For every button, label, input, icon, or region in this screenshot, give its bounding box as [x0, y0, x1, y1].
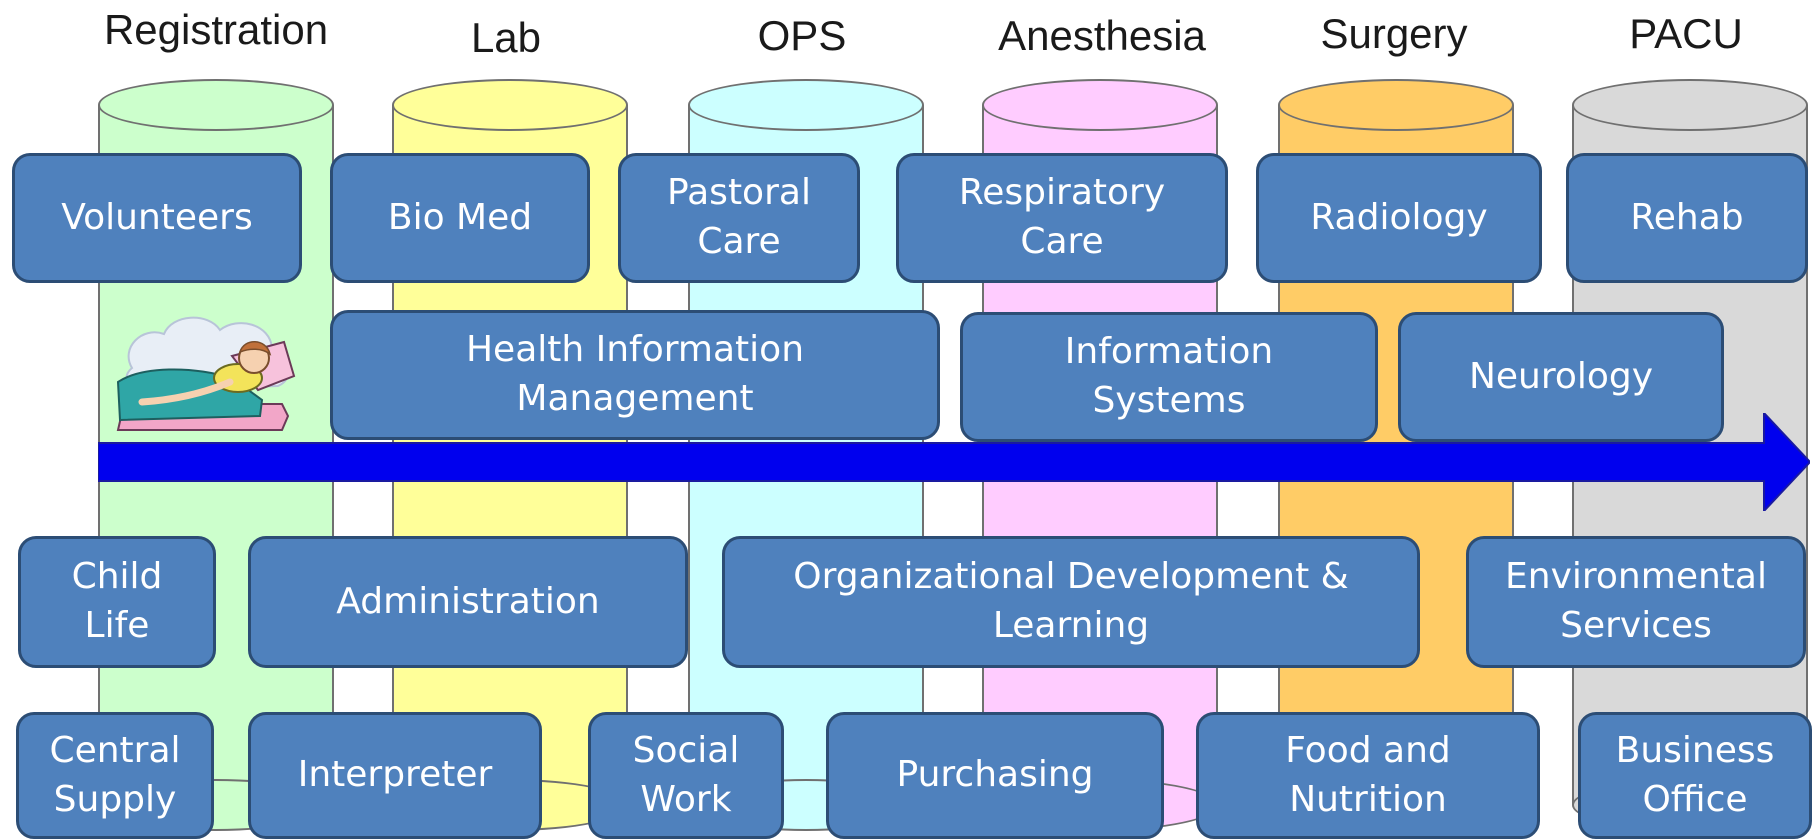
patient-arm	[138, 378, 234, 406]
cylinder-top	[982, 79, 1218, 131]
dept-administration: Administration	[248, 536, 688, 668]
dept-respiratory-care: Respiratory Care	[896, 153, 1228, 283]
dept-neurology: Neurology	[1398, 312, 1724, 442]
dept-information-systems: Information Systems	[960, 312, 1378, 442]
cylinder-top	[98, 79, 334, 131]
dept-radiology: Radiology	[1256, 153, 1542, 283]
cylinder-top	[1278, 79, 1514, 131]
flow-arrow-shape	[98, 413, 1810, 511]
stage-label-surgery: Surgery	[1320, 10, 1468, 57]
dept-volunteers: Volunteers	[12, 153, 302, 283]
dept-business-office: Business Office	[1578, 712, 1812, 839]
dept-pastoral-care: Pastoral Care	[618, 153, 860, 283]
stage-label-anesthesia: Anesthesia	[998, 12, 1206, 59]
patient-hair	[238, 341, 272, 356]
cylinder-top	[688, 79, 924, 131]
stage-label-lab: Lab	[470, 14, 542, 61]
dept-child-life: Child Life	[18, 536, 216, 668]
dept-interpreter: Interpreter	[248, 712, 542, 839]
flow-arrow-icon	[98, 413, 1810, 511]
dept-rehab: Rehab	[1566, 153, 1808, 283]
patient-in-bed-icon	[116, 316, 296, 431]
stage-label-pacu: PACU	[1629, 10, 1743, 57]
cylinder-top	[1572, 79, 1808, 131]
dept-purchasing: Purchasing	[826, 712, 1164, 839]
stage-label-registration: Registration	[103, 6, 329, 53]
cylinder-top	[392, 79, 628, 131]
dept-social-work: Social Work	[588, 712, 784, 839]
dept-central-supply: Central Supply	[16, 712, 214, 839]
dept-organizational-development: Organizational Development & Learning	[722, 536, 1420, 668]
stage-label-ops: OPS	[757, 12, 847, 59]
dept-food-and-nutrition: Food and Nutrition	[1196, 712, 1540, 839]
dept-environmental-services: Environmental Services	[1466, 536, 1806, 668]
dept-health-information-management: Health Information Management	[330, 310, 940, 440]
dept-bio-med: Bio Med	[330, 153, 590, 283]
